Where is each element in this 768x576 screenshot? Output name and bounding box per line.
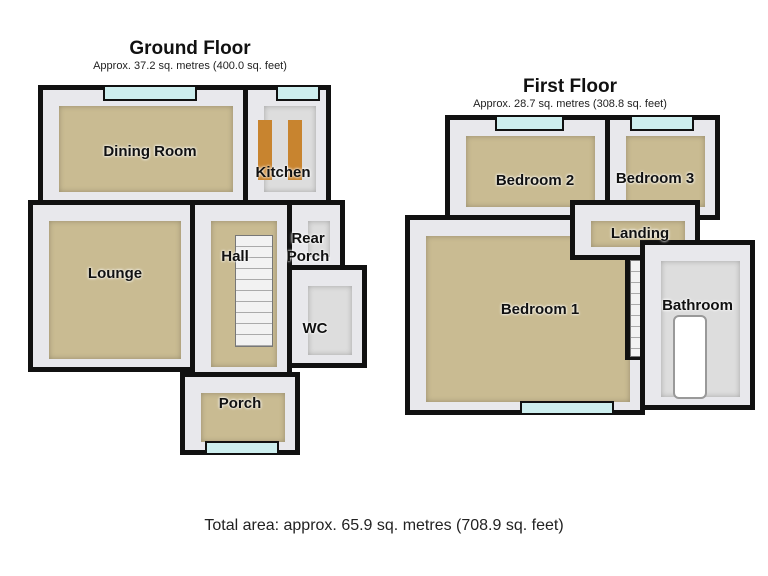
porch	[180, 372, 300, 455]
label-dining-room: Dining Room	[103, 143, 197, 160]
total-area: Total area: approx. 65.9 sq. metres (708…	[204, 517, 564, 534]
label-rear-porch: Rear Porch	[286, 230, 330, 265]
label-bathroom: Bathroom	[662, 297, 733, 314]
bedroom-1	[405, 215, 645, 415]
label-wc: WC	[302, 320, 328, 337]
label-kitchen: Kitchen	[255, 164, 311, 181]
label-porch: Porch	[218, 395, 262, 412]
first-floor-area: Approx. 28.7 sq. metres (308.8 sq. feet)	[473, 98, 667, 110]
label-hall: Hall	[221, 248, 249, 265]
bathroom	[640, 240, 755, 410]
label-bedroom-1: Bedroom 1	[500, 301, 580, 318]
first-floor-title: First Floor	[523, 76, 617, 97]
ground-floor-area: Approx. 37.2 sq. metres (400.0 sq. feet)	[93, 60, 287, 72]
lounge	[28, 200, 196, 372]
hall	[190, 200, 292, 380]
kitchen	[243, 85, 331, 205]
label-bedroom-2: Bedroom 2	[495, 172, 575, 189]
label-landing: Landing	[610, 225, 670, 242]
label-bedroom-3: Bedroom 3	[615, 170, 695, 187]
dining-room	[38, 85, 248, 205]
ground-floor-title: Ground Floor	[129, 38, 251, 59]
label-lounge: Lounge	[87, 265, 143, 282]
wc	[287, 265, 367, 368]
